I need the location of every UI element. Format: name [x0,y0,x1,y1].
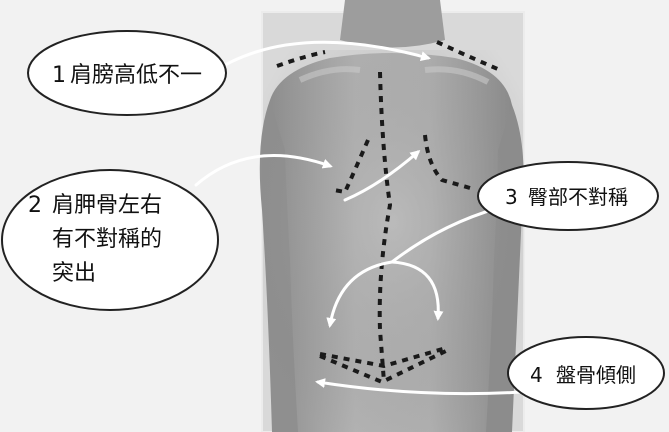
callout-text: 肩膀高低不一 [70,63,202,88]
arrow-scapula-right [343,150,421,202]
callout-bubble [27,30,227,116]
right-shoulder-line [436,40,501,72]
left-shoulder-line [276,50,326,68]
callout-text: 突出 [52,261,96,286]
callout-text: 肩胛骨左右 [52,193,162,218]
arrow-hip-right [390,260,444,321]
callout-text: 臀部不對稱 [528,185,628,209]
arrow-shoulder [208,40,431,76]
callout-number: 4 [530,363,543,387]
spine-line [377,71,393,383]
callout-number: 2 [28,193,42,218]
callout-1: 1 肩膀高低不一 [27,30,227,116]
callout-4: 4 盤骨傾側 [507,336,665,410]
callout-bubble [507,336,665,410]
callout-bubble [1,169,219,311]
pelvis-line [319,346,447,369]
callout-arrows [194,40,524,396]
callout-bubble [477,161,659,231]
callout-3: 3 臀部不對稱 [477,161,659,231]
callout-text: 盤骨傾側 [556,363,636,387]
posture-markings [276,40,501,385]
arrow-scapula-left [194,154,333,187]
callout-number: 3 [505,185,518,209]
callout-text: 有不對稱的 [52,227,162,252]
callout-number: 1 [52,63,66,88]
arrow-pelvis [315,378,524,396]
right-scapula-line [423,134,471,190]
callout-2: 2 肩胛骨左右 有不對稱的 突出 [1,169,219,311]
torso-figure [259,0,524,432]
